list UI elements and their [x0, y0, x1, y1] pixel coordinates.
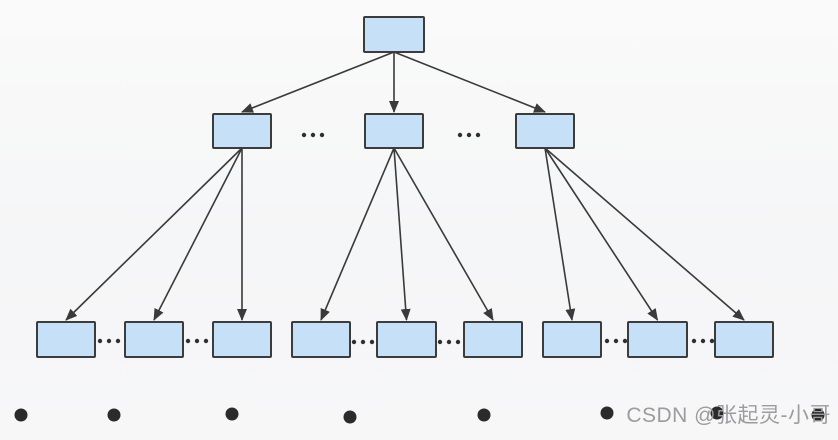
tree-node-leaf-7 — [627, 321, 688, 358]
ellipsis-dot-group-1 — [457, 132, 463, 138]
tree-node-l2-2 — [515, 113, 575, 149]
ellipsis-dot-group-5 — [446, 339, 452, 345]
tree-node-leaf-3 — [291, 321, 351, 358]
record-dot-4 — [477, 408, 491, 422]
ellipsis-dot-group-3 — [185, 338, 191, 344]
ellipsis-dot-group-0 — [319, 132, 325, 138]
tree-node-leaf-1 — [124, 321, 184, 358]
ellipsis-dot-group-4 — [360, 339, 366, 345]
tree-edge-l2-2-leaf-6 — [544, 147, 576, 321]
tree-node-root — [363, 16, 425, 53]
ellipsis-dot-group-5 — [437, 339, 443, 345]
tree-edge-l2-2-leaf-7 — [544, 147, 659, 321]
ellipsis-dot-group-6 — [613, 338, 619, 344]
tree-node-leaf-8 — [714, 321, 774, 358]
record-dot-2 — [225, 407, 239, 421]
tree-node-leaf-5 — [463, 321, 523, 358]
ellipsis-dot-group-7 — [691, 338, 697, 344]
tree-edge-l2-2-leaf-8 — [544, 147, 745, 321]
csdn-watermark: CSDN @张起灵-小哥 — [626, 404, 831, 427]
record-dot-1 — [107, 408, 121, 422]
ellipsis-dot-group-3 — [194, 338, 200, 344]
ellipsis-dot-group-6 — [604, 338, 610, 344]
record-dot-3 — [343, 410, 357, 424]
ellipsis-dot-group-4 — [351, 339, 357, 345]
ellipsis-dot-group-3 — [203, 338, 209, 344]
record-dot-6 — [710, 406, 724, 420]
tree-edge-l2-0-leaf-1 — [153, 147, 243, 321]
tree-edge-root-l2-2 — [393, 51, 546, 113]
tree-node-l2-0 — [212, 113, 272, 149]
ellipsis-dot-group-2 — [97, 338, 103, 344]
tree-node-l2-1 — [364, 113, 424, 149]
record-dot-7 — [811, 408, 825, 422]
tree-edge-l2-1-leaf-4 — [393, 147, 411, 321]
tree-edge-root-l2-0 — [241, 51, 395, 113]
tree-node-leaf-6 — [542, 321, 602, 358]
ellipsis-dot-group-2 — [106, 338, 112, 344]
tree-node-leaf-0 — [36, 321, 96, 358]
ellipsis-dot-group-1 — [466, 132, 472, 138]
ellipsis-dot-group-0 — [301, 132, 307, 138]
tree-node-leaf-2 — [212, 321, 272, 358]
ellipsis-dot-group-1 — [475, 132, 481, 138]
ellipsis-dot-group-2 — [115, 338, 121, 344]
record-dot-0 — [14, 408, 28, 422]
ellipsis-dot-group-6 — [622, 338, 628, 344]
ellipsis-dot-group-7 — [700, 338, 706, 344]
ellipsis-dot-group-5 — [455, 339, 461, 345]
tree-node-leaf-4 — [376, 321, 437, 358]
ellipsis-dot-group-4 — [369, 339, 375, 345]
record-dot-5 — [600, 406, 614, 420]
tree-edge-l2-1-leaf-3 — [320, 147, 395, 321]
tree-edge-l2-0-leaf-0 — [65, 147, 243, 321]
tree-edge-l2-1-leaf-5 — [393, 147, 494, 321]
ellipsis-dot-group-7 — [709, 338, 715, 344]
ellipsis-dot-group-0 — [310, 132, 316, 138]
